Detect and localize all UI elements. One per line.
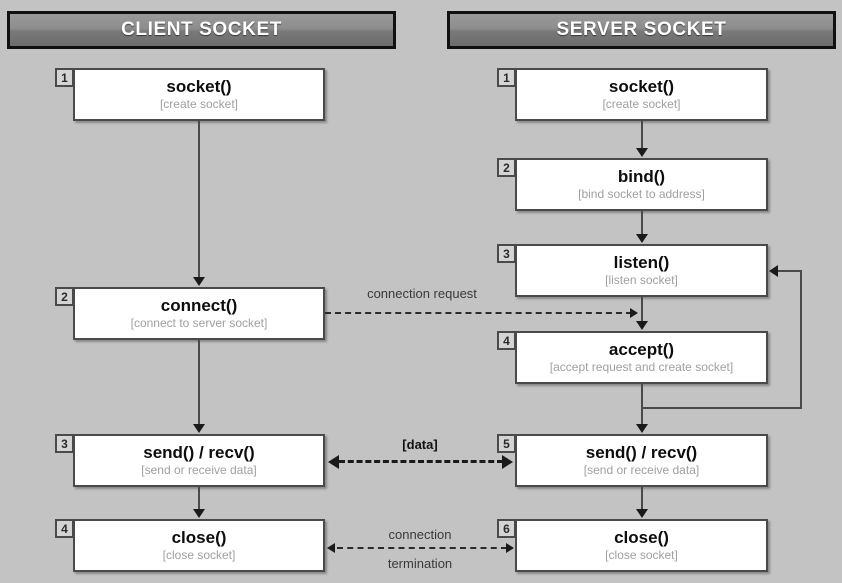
connection-request-label: connection request bbox=[367, 286, 477, 301]
client-step-close-title: close() bbox=[171, 528, 227, 548]
client-step-send-recv-subtitle: [send or receive data] bbox=[141, 463, 257, 478]
client-flow-sendrecv-to-close-arrow bbox=[193, 509, 205, 518]
data-exchange-dashed-line bbox=[339, 460, 503, 463]
server-loopback-top-line bbox=[778, 270, 802, 272]
server-step-listen-title: listen() bbox=[613, 253, 670, 273]
server-flow-listen-to-accept-line bbox=[641, 297, 643, 322]
server-step-send-recv-subtitle: [send or receive data] bbox=[583, 463, 700, 478]
client-step-socket[interactable]: socket() [create socket] bbox=[73, 68, 325, 121]
server-flow-sendrecv-to-close-arrow bbox=[636, 509, 648, 518]
server-step-close[interactable]: close() [close socket] bbox=[515, 519, 768, 572]
connection-termination-arrow-left bbox=[327, 543, 335, 553]
data-exchange-arrow-left bbox=[328, 455, 339, 469]
server-step-accept[interactable]: accept() [accept request and create sock… bbox=[515, 331, 768, 384]
client-step-close-subtitle: [close socket] bbox=[162, 548, 236, 563]
server-step-socket-badge: 1 bbox=[497, 68, 516, 87]
client-step-socket-subtitle: [create socket] bbox=[159, 97, 239, 112]
connection-request-dashed-line bbox=[325, 312, 632, 314]
server-step-bind[interactable]: bind() [bind socket to address] bbox=[515, 158, 768, 211]
client-step-connect-title: connect() bbox=[160, 296, 238, 316]
server-step-send-recv[interactable]: send() / recv() [send or receive data] bbox=[515, 434, 768, 487]
server-step-socket[interactable]: socket() [create socket] bbox=[515, 68, 768, 121]
server-step-bind-badge: 2 bbox=[497, 158, 516, 177]
data-exchange-label: [data] bbox=[402, 437, 438, 452]
server-step-socket-subtitle: [create socket] bbox=[602, 97, 681, 112]
data-exchange-arrow-right bbox=[502, 455, 513, 469]
client-step-send-recv-badge: 3 bbox=[55, 434, 74, 453]
connection-termination-label-line1: connection bbox=[388, 527, 452, 542]
connection-termination-label-line2: termination bbox=[387, 556, 453, 571]
client-flow-socket-to-connect-line bbox=[198, 121, 200, 278]
server-column-header: SERVER SOCKET bbox=[447, 11, 836, 49]
server-step-send-recv-badge: 5 bbox=[497, 434, 516, 453]
server-flow-accept-to-sendrecv-arrow bbox=[636, 424, 648, 433]
server-step-close-title: close() bbox=[614, 528, 669, 548]
client-flow-connect-to-sendrecv-arrow bbox=[193, 424, 205, 433]
server-step-accept-subtitle: [accept request and create socket] bbox=[549, 360, 734, 375]
server-step-bind-title: bind() bbox=[617, 167, 666, 187]
server-step-close-subtitle: [close socket] bbox=[605, 548, 678, 563]
server-flow-socket-to-bind-line bbox=[641, 121, 643, 149]
server-loopback-right-line bbox=[800, 270, 802, 409]
client-step-connect-badge: 2 bbox=[55, 287, 74, 306]
client-step-socket-badge: 1 bbox=[55, 68, 74, 87]
client-flow-connect-to-sendrecv-line bbox=[198, 340, 200, 425]
connection-termination-arrow-right bbox=[506, 543, 514, 553]
server-step-accept-title: accept() bbox=[608, 340, 675, 360]
client-step-connect-subtitle: [connect to server socket] bbox=[130, 316, 268, 331]
client-step-close-badge: 4 bbox=[55, 519, 74, 538]
server-step-listen[interactable]: listen() [listen socket] bbox=[515, 244, 768, 297]
server-step-send-recv-title: send() / recv() bbox=[585, 443, 698, 463]
server-flow-sendrecv-to-close-line bbox=[641, 487, 643, 510]
server-step-accept-badge: 4 bbox=[497, 331, 516, 350]
server-step-listen-subtitle: [listen socket] bbox=[605, 273, 678, 288]
server-flow-socket-to-bind-arrow bbox=[636, 148, 648, 157]
client-step-send-recv-title: send() / recv() bbox=[143, 443, 255, 463]
client-step-close[interactable]: close() [close socket] bbox=[73, 519, 325, 572]
connection-request-arrow bbox=[630, 308, 638, 318]
client-step-socket-title: socket() bbox=[166, 77, 232, 97]
server-step-socket-title: socket() bbox=[608, 77, 675, 97]
client-flow-sendrecv-to-close-line bbox=[198, 487, 200, 510]
client-flow-socket-to-connect-arrow bbox=[193, 277, 205, 286]
client-column-header-label: CLIENT SOCKET bbox=[121, 19, 282, 40]
server-flow-accept-to-sendrecv-line bbox=[641, 384, 643, 425]
client-column-header: CLIENT SOCKET bbox=[7, 11, 396, 49]
server-flow-listen-to-accept-arrow bbox=[636, 321, 648, 330]
connection-termination-dashed-line bbox=[337, 547, 507, 549]
server-loopback-arrow bbox=[769, 265, 778, 277]
server-loopback-bottom-line bbox=[641, 407, 802, 409]
server-flow-bind-to-listen-line bbox=[641, 211, 643, 235]
server-step-bind-subtitle: [bind socket to address] bbox=[578, 187, 705, 202]
client-step-send-recv[interactable]: send() / recv() [send or receive data] bbox=[73, 434, 325, 487]
server-column-header-label: SERVER SOCKET bbox=[556, 19, 727, 40]
server-step-close-badge: 6 bbox=[497, 519, 516, 538]
client-step-connect[interactable]: connect() [connect to server socket] bbox=[73, 287, 325, 340]
server-step-listen-badge: 3 bbox=[497, 244, 516, 263]
server-flow-bind-to-listen-arrow bbox=[636, 234, 648, 243]
